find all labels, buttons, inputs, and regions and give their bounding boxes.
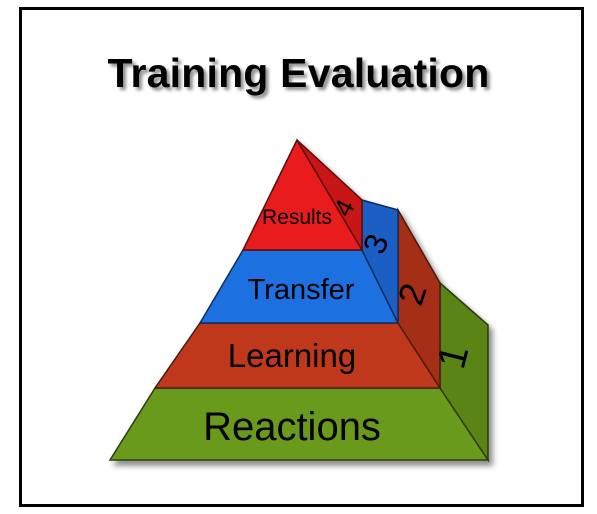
diagram-title: Training Evaluation [107, 50, 490, 96]
level-1-label: Reactions [203, 405, 381, 449]
level-4-side [296, 139, 363, 253]
level-4-label: Results [262, 206, 332, 229]
level-2-label: Learning [228, 337, 356, 374]
level-3-label: Transfer [248, 274, 355, 306]
